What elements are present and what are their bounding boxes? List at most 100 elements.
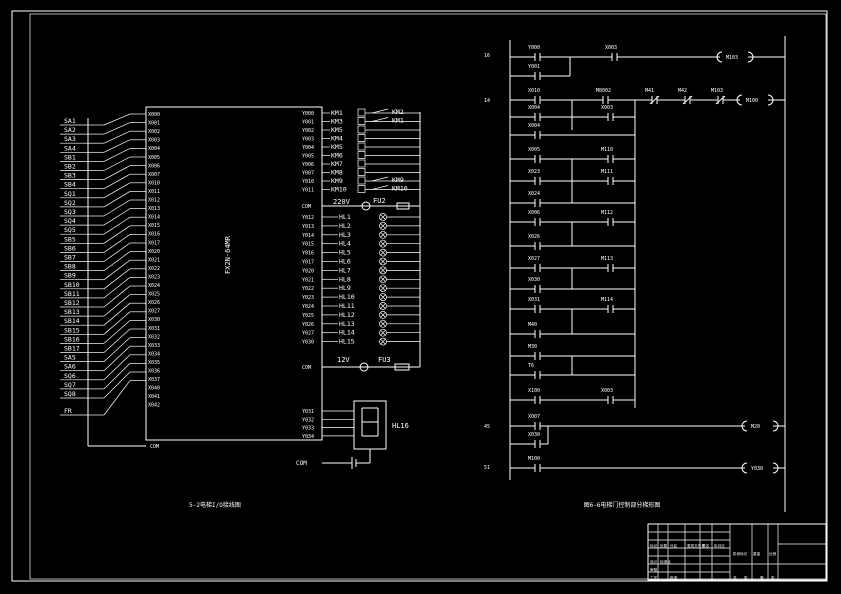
plc-model-label: FX2N-64MR	[224, 235, 232, 274]
device-label: SA2	[64, 126, 76, 134]
title-block-cell-label: 标准化	[660, 559, 671, 564]
device-label: SA3	[64, 135, 76, 143]
ladder-contact-label: Y000	[528, 45, 540, 51]
ladder-contact-label: X026	[528, 234, 540, 240]
fuse-fu2-label: FU2	[373, 197, 386, 205]
output-terminal-label: Y000	[302, 111, 314, 117]
input-terminal-label: X003	[148, 138, 160, 144]
ladder-contact-label: M42	[678, 88, 687, 94]
device-label: SB10	[64, 281, 80, 289]
plc-wiring-diagram: FX2N-64MR SA1SA2SA3SA4SB1SB2SB3SB4SQ1SQ2…	[60, 106, 421, 509]
contactor-coil-icon	[357, 142, 366, 151]
input-terminal-label: X020	[148, 249, 160, 255]
seven-segment-digit-icon	[361, 407, 379, 437]
ladder-contact-label: X023	[528, 169, 540, 175]
input-terminal-label: X000	[148, 112, 160, 118]
title-block-cell-label: 更改文件号	[687, 543, 705, 548]
contactor-label: KM1	[331, 109, 343, 117]
lamp-cross-icon	[380, 214, 386, 220]
contactor-coil-icon	[357, 125, 366, 134]
switch-contact-icon	[103, 285, 131, 308]
ladder-contact-label: X003	[601, 105, 613, 111]
device-label: SB11	[64, 290, 80, 298]
switch-contact-icon	[103, 148, 131, 162]
input-terminal-label: X001	[148, 121, 160, 127]
title-block-cell-label: 阶段标记	[733, 551, 748, 556]
switch-contact-icon	[103, 139, 131, 153]
device-label: SB2	[64, 163, 76, 171]
title-block-cell-label: 第	[760, 575, 764, 580]
lamp-cross-icon	[380, 294, 386, 300]
input-terminal-label: X030	[148, 317, 160, 323]
hl16-label: HL16	[392, 422, 409, 430]
switch-contact-icon	[103, 251, 131, 271]
device-label: SQ8	[64, 390, 76, 398]
switch-contact-icon	[103, 165, 131, 180]
device-label: SQ6	[64, 372, 76, 380]
ladder-coil-label: M103	[726, 55, 738, 61]
device-label: SB5	[64, 235, 76, 243]
input-terminal-label: X041	[148, 394, 160, 400]
contactor-label: KM8	[331, 169, 343, 177]
switch-contact-icon	[103, 277, 131, 299]
plc-body	[145, 106, 323, 441]
switch-contact-icon	[103, 182, 131, 199]
ladder-title: 图6-6电梯门控制部分梯形图	[584, 501, 661, 509]
interlock-contact-icon	[371, 108, 389, 114]
interlock-contact-label: KM9	[392, 176, 404, 184]
input-terminal-label: X011	[148, 189, 160, 195]
ladder-contact-label: M40	[528, 322, 537, 328]
contactor-coil-icon	[357, 117, 366, 125]
device-label: SA6	[64, 363, 76, 371]
device-label: SB4	[64, 181, 76, 189]
interlock-contact-label: KM2	[392, 108, 404, 116]
output-com3-label: COM	[296, 460, 307, 467]
ladder-coil-label: Y030	[751, 466, 763, 472]
ladder-contact-label: X031	[528, 297, 540, 303]
output-terminal-label: Y016	[302, 251, 314, 257]
output-terminal-label: Y032	[302, 417, 314, 423]
input-terminal-label: X004	[148, 146, 160, 152]
input-terminal-label: X033	[148, 343, 160, 349]
output-terminal-label: Y025	[302, 313, 314, 319]
switch-contact-icon	[103, 354, 131, 381]
device-label: SB15	[64, 326, 80, 334]
switch-contact-icon	[103, 380, 131, 416]
input-terminal-label: X006	[148, 163, 160, 169]
indicator-lamp-label: HL6	[339, 258, 351, 266]
title-block-cell-label: 张	[744, 575, 748, 580]
lamp-cross-icon	[380, 329, 386, 336]
switch-contact-icon	[103, 130, 131, 144]
title-block-cell-label: 审核	[650, 567, 658, 572]
switch-contact-icon	[103, 208, 131, 226]
ladder-contact-label: X003	[605, 45, 617, 51]
input-terminal-label: X037	[148, 377, 160, 383]
input-terminal-label: X013	[148, 206, 160, 212]
interlock-contact-label: KM10	[392, 185, 408, 193]
output-terminal-label: Y022	[302, 286, 314, 292]
plc-wiring-title: 5-2电梯I/O接线图	[189, 501, 241, 509]
output-terminal-label: Y005	[302, 154, 314, 160]
device-label: SA4	[64, 144, 76, 152]
input-terminal-label: X025	[148, 292, 160, 298]
ladder-contact-label: X006	[528, 210, 540, 216]
device-label: SQ4	[64, 217, 76, 225]
device-label: SQ1	[64, 190, 76, 198]
ladder-contact-label: X030	[528, 277, 540, 283]
input-terminal-label: X014	[148, 215, 160, 221]
indicator-lamp-label: HL2	[339, 222, 351, 230]
title-block-cell-label: 共	[733, 575, 737, 580]
indicator-lamp-label: HL11	[339, 302, 355, 310]
device-label: SB14	[64, 317, 80, 325]
title-block-cell-label: 工艺	[650, 575, 658, 580]
ladder-contact-label: X010	[528, 88, 540, 94]
indicator-lamp-label: HL7	[339, 266, 351, 274]
interlock-contact-icon	[371, 176, 389, 182]
device-label: SB17	[64, 345, 80, 353]
rung-number: 45	[484, 424, 490, 430]
input-terminal-label: X040	[148, 386, 160, 392]
contactor-label: KM3	[331, 118, 343, 126]
output-terminal-label: Y030	[302, 340, 314, 346]
input-terminal-label: X022	[148, 266, 160, 272]
ladder-contact-label: X024	[528, 191, 540, 197]
